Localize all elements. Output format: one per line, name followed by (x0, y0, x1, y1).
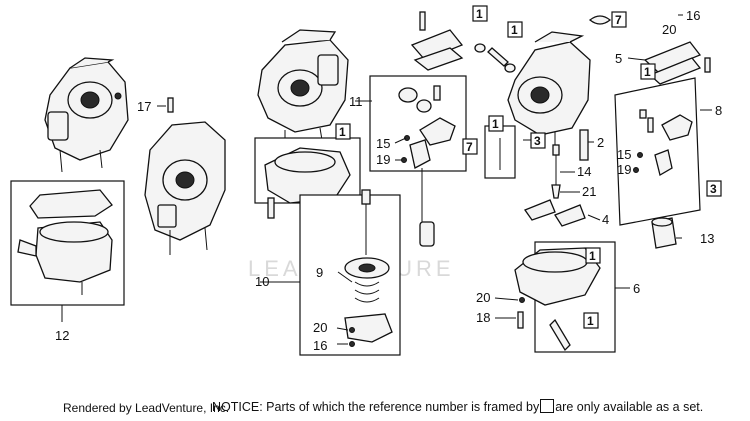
callout-9: 9 (316, 265, 323, 280)
callout-20-top: 20 (662, 22, 676, 37)
callout-16-center: 16 (313, 338, 327, 353)
callout-12: 12 (55, 328, 69, 343)
right-jet-parts (484, 125, 589, 227)
callout-2: 2 (597, 135, 604, 150)
callout-21: 21 (582, 184, 596, 199)
jet-needle-parts (419, 168, 435, 247)
right-lower-part (651, 217, 677, 249)
callout-1-framed-c: 1 (511, 23, 518, 37)
left-carburetor-second-body (144, 121, 226, 255)
right-carburetor-body (507, 31, 591, 150)
callout-1-framed-b: 1 (476, 7, 483, 21)
misc-small-parts (167, 15, 612, 113)
center-carburetor-body (257, 29, 349, 145)
callout-4: 4 (602, 212, 609, 227)
leader-lines (157, 14, 712, 345)
callout-14: 14 (577, 164, 591, 179)
callout-19-right: 19 (617, 162, 631, 177)
callout-15-right: 15 (617, 147, 631, 162)
callout-3-framed-a: 3 (534, 134, 541, 148)
callout-17: 17 (137, 99, 151, 114)
callout-18: 18 (476, 310, 490, 325)
left-float-bowl-frame (10, 180, 125, 306)
framed-number-box-icon (540, 399, 555, 413)
callout-8: 8 (715, 103, 722, 118)
notice-before: NOTICE: Parts of which the reference num… (212, 400, 540, 414)
callout-1-framed-g: 1 (587, 314, 594, 328)
center-float-bowl-frame (254, 137, 361, 204)
callout-6: 6 (633, 281, 640, 296)
throttle-parts-frame (369, 75, 467, 172)
callout-1-framed-e: 1 (644, 65, 651, 79)
callout-11: 11 (349, 94, 363, 109)
callout-20-center: 20 (313, 320, 327, 335)
callout-13: 13 (700, 231, 714, 246)
callout-19-center: 19 (376, 152, 390, 167)
callout-1-framed-d: 1 (492, 117, 499, 131)
callout-16-top: 16 (686, 8, 700, 23)
callout-1-framed-f: 1 (589, 249, 596, 263)
left-carburetor-body (44, 57, 129, 173)
rendered-by-credit: Rendered by LeadVenture, Inc. (63, 401, 230, 415)
callout-10: 10 (255, 274, 269, 289)
footer: Rendered by LeadVenture, Inc. NOTICE: Pa… (0, 398, 750, 418)
right-float-bowl-frame (514, 241, 616, 353)
callout-3-framed-b: 3 (710, 182, 717, 196)
callout-7-framed-b: 7 (615, 13, 622, 27)
framed-callout-boxes (335, 5, 722, 329)
right-side-frame (614, 41, 711, 226)
callout-20-right: 20 (476, 290, 490, 305)
callout-5: 5 (615, 51, 622, 66)
callout-numbers: 17 12 10 9 20 16 11 1 15 19 1 1 1 7 3 2 … (55, 7, 722, 353)
callout-15-center: 15 (376, 136, 390, 151)
float-assembly-frame (299, 189, 401, 356)
callout-1-framed-a: 1 (339, 125, 346, 139)
callout-7-framed-a: 7 (466, 140, 473, 154)
notice-text: NOTICE: Parts of which the reference num… (212, 399, 703, 414)
top-cover-parts (410, 11, 516, 73)
notice-after: are only available as a set. (555, 400, 704, 414)
